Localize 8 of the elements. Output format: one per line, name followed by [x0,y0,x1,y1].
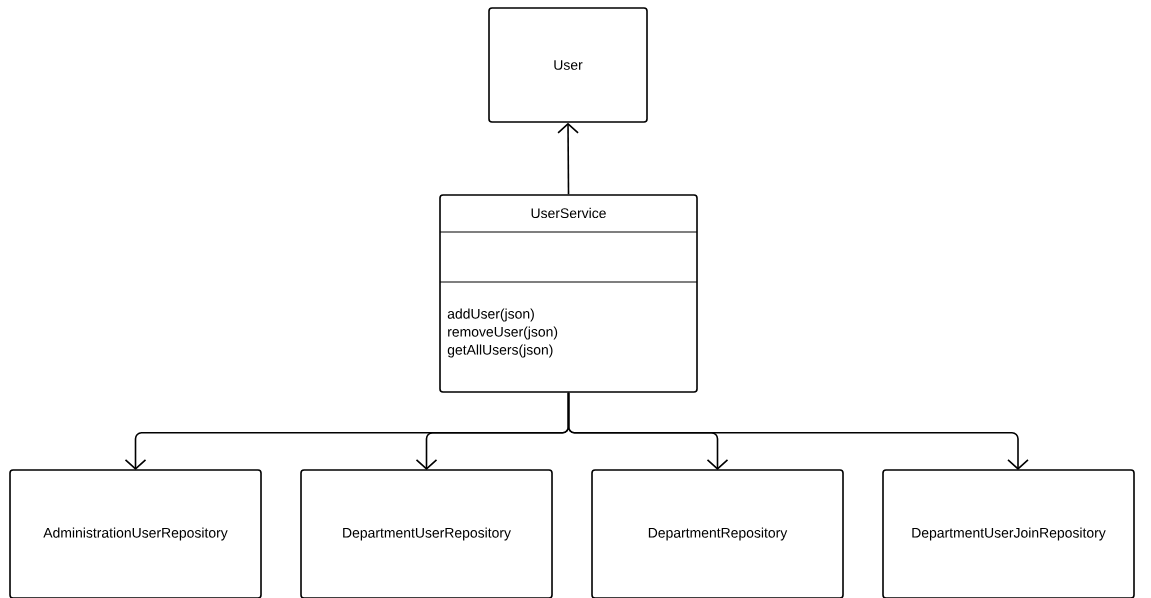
class-box: AdministrationUserRepository [9,469,262,598]
class-box: DepartmentUserJoinRepository [882,469,1135,598]
class-box: UserService addUser(json) removeUser(json) getAllUsers(json) [439,194,698,393]
class-box: User [488,7,648,123]
class-box: DepartmentRepository [591,469,844,598]
class-box: DepartmentUserRepository [300,469,553,598]
arrow [567,392,1029,470]
arrow [557,122,579,195]
